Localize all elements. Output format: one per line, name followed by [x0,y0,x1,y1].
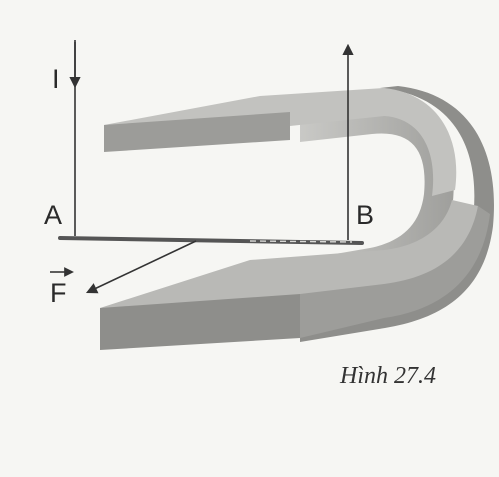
u-shaped-magnet [100,86,494,350]
force-vector [85,240,197,294]
label-point-a: A [44,200,62,230]
magnet-bottom-end [300,206,490,338]
label-point-b: B [356,200,374,230]
conductor-hidden-part [249,240,353,243]
figure-caption: Hình 27.4 [339,363,436,389]
label-force: F [50,278,67,308]
magnet-top-face [104,88,457,196]
magnet-top-front [104,112,290,152]
magnet-bottom-front [100,294,300,350]
label-current: I [52,64,60,94]
magnet-inner-wall [300,100,454,286]
